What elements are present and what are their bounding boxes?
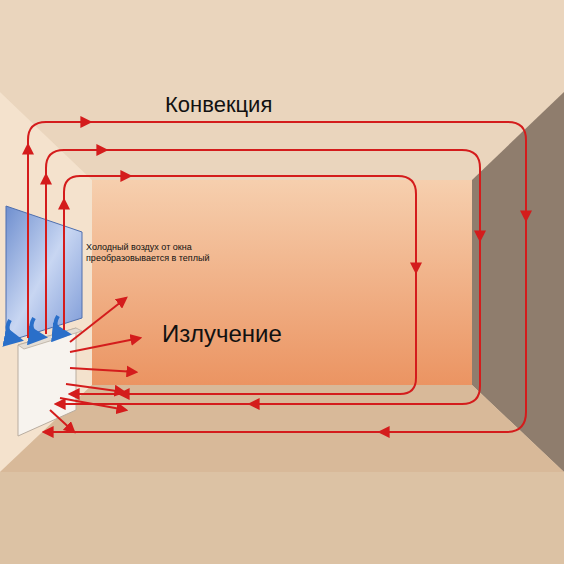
- convection-loops: [28, 122, 526, 432]
- ceiling: [0, 0, 564, 180]
- floor: [0, 385, 564, 472]
- floor-front: [0, 472, 564, 564]
- convection-label: Конвекция: [165, 92, 345, 118]
- window: [6, 206, 82, 342]
- radiation-label: Излучение: [162, 320, 362, 349]
- convection-arrowheads: [28, 122, 526, 432]
- cold-air-note: Холодный воздух от окна преобразовываетс…: [86, 242, 236, 264]
- cold-air-arrows: [8, 316, 68, 340]
- radiation-arrows: [50, 298, 140, 432]
